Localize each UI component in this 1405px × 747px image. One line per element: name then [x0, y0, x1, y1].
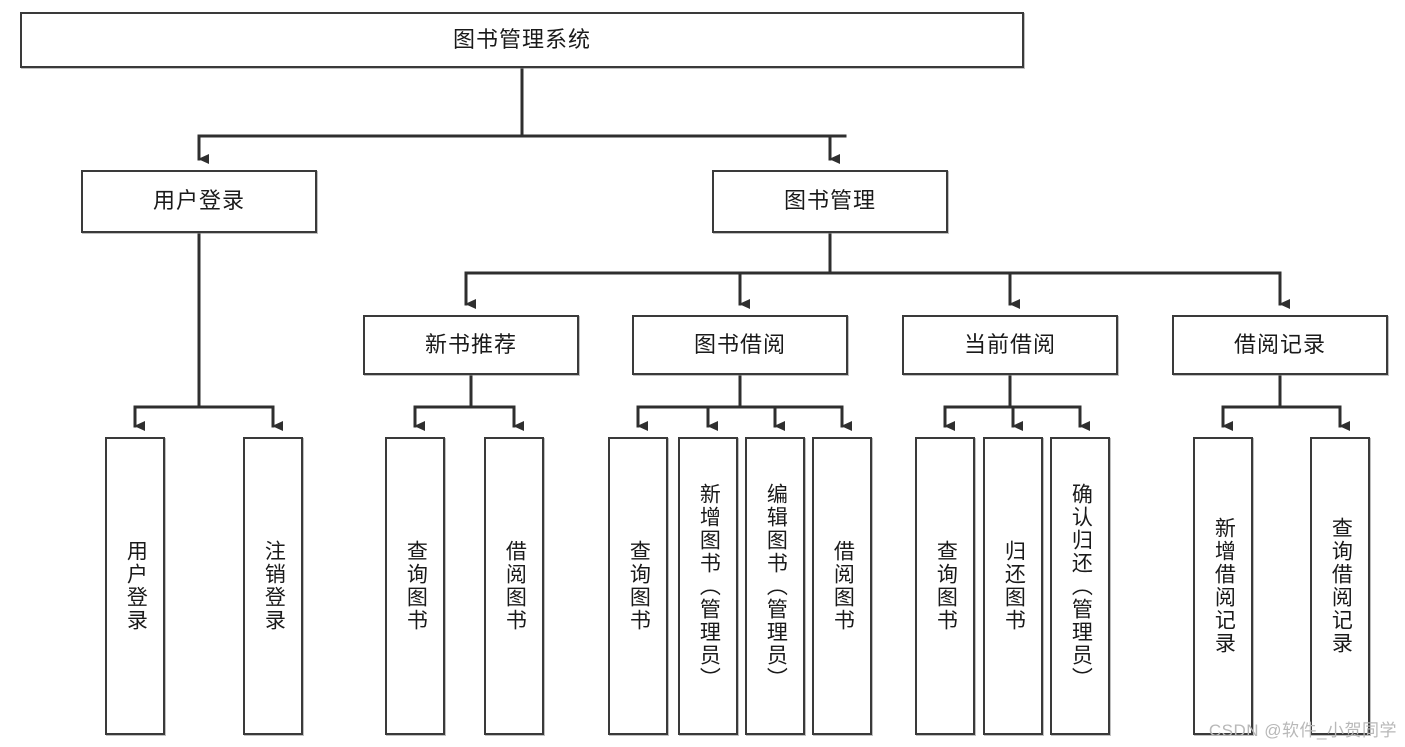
- node-leaf-add-borrow-record-label: 新增借阅记录: [1212, 517, 1236, 655]
- node-book-management[interactable]: 图书管理: [712, 170, 948, 233]
- node-root-label: 图书管理系统: [452, 26, 591, 52]
- node-user-login[interactable]: 用户登录: [81, 170, 317, 233]
- node-leaf-add-borrow-record[interactable]: 新增借阅记录: [1193, 437, 1253, 735]
- node-leaf-logout-login-label: 注销登录: [262, 540, 286, 632]
- node-leaf-query-books-current-label: 查询图书: [934, 540, 958, 632]
- node-leaf-query-books-rec-label: 查询图书: [404, 540, 428, 632]
- node-leaf-query-books-borrow[interactable]: 查询图书: [608, 437, 668, 735]
- node-book-borrowing[interactable]: 图书借阅: [632, 315, 848, 375]
- node-new-book-recommendation[interactable]: 新书推荐: [363, 315, 579, 375]
- node-leaf-borrow-book[interactable]: 借阅图书: [812, 437, 872, 735]
- node-leaf-borrow-book-label: 借阅图书: [831, 540, 855, 632]
- node-leaf-return-book-label: 归还图书: [1002, 540, 1026, 632]
- node-new-book-recommendation-label: 新书推荐: [424, 331, 517, 357]
- node-leaf-query-books-rec[interactable]: 查询图书: [385, 437, 445, 735]
- node-leaf-return-book[interactable]: 归还图书: [983, 437, 1043, 735]
- node-leaf-confirm-return-admin-label: 确认归还（管理员）: [1069, 482, 1093, 690]
- node-book-management-label: 图书管理: [783, 188, 876, 214]
- node-leaf-query-borrow-record[interactable]: 查询借阅记录: [1310, 437, 1370, 735]
- node-leaf-user-login[interactable]: 用户登录: [105, 437, 165, 735]
- node-leaf-user-login-label: 用户登录: [124, 540, 148, 632]
- node-leaf-add-book-admin[interactable]: 新增图书（管理员）: [678, 437, 738, 735]
- node-leaf-query-books-borrow-label: 查询图书: [627, 540, 651, 632]
- node-current-borrowing[interactable]: 当前借阅: [902, 315, 1118, 375]
- node-leaf-borrow-books-rec[interactable]: 借阅图书: [484, 437, 544, 735]
- node-leaf-query-books-current[interactable]: 查询图书: [915, 437, 975, 735]
- node-leaf-edit-book-admin-label: 编辑图书（管理员）: [764, 482, 788, 690]
- node-leaf-logout-login[interactable]: 注销登录: [243, 437, 303, 735]
- node-user-login-label: 用户登录: [152, 188, 245, 214]
- node-borrowing-records[interactable]: 借阅记录: [1172, 315, 1388, 375]
- node-book-borrowing-label: 图书借阅: [693, 331, 786, 357]
- node-leaf-add-book-admin-label: 新增图书（管理员）: [697, 482, 721, 690]
- node-borrowing-records-label: 借阅记录: [1233, 331, 1326, 357]
- node-root-system[interactable]: 图书管理系统: [20, 12, 1024, 68]
- node-leaf-query-borrow-record-label: 查询借阅记录: [1329, 517, 1353, 655]
- node-leaf-borrow-books-rec-label: 借阅图书: [503, 540, 527, 632]
- node-current-borrowing-label: 当前借阅: [963, 331, 1056, 357]
- watermark-credit: CSDN @软件_小贺同学: [1208, 721, 1397, 740]
- node-leaf-edit-book-admin[interactable]: 编辑图书（管理员）: [745, 437, 805, 735]
- node-leaf-confirm-return-admin[interactable]: 确认归还（管理员）: [1050, 437, 1110, 735]
